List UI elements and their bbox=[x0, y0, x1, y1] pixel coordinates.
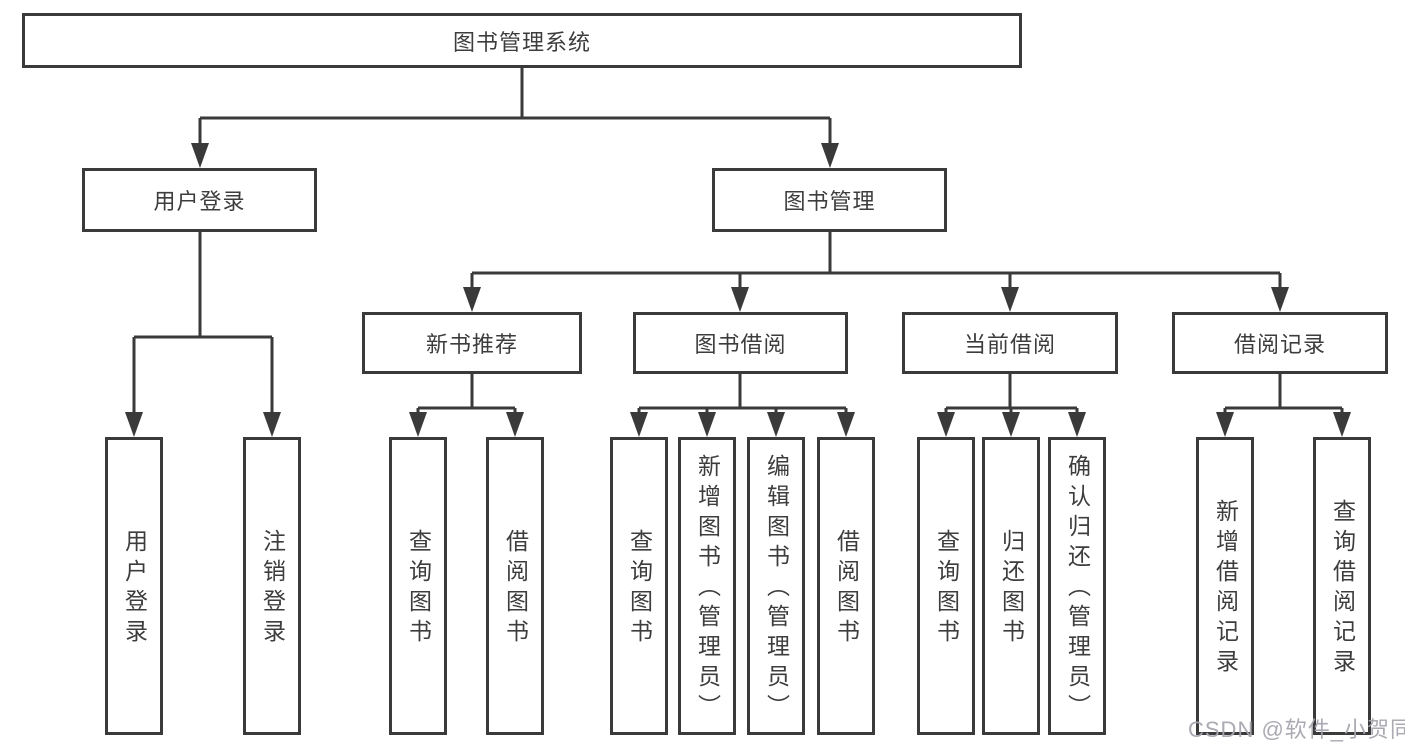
leaf-borrow-books-recommend: 借阅图书 bbox=[486, 437, 544, 735]
node-label: 查询图书 bbox=[405, 529, 432, 649]
node-label: 用户登录 bbox=[153, 189, 246, 214]
arrowheads bbox=[125, 143, 1351, 437]
csdn-watermark: CSDN @软件_小贺同学 bbox=[1188, 717, 1405, 742]
node-library-management-system: 图书管理系统 bbox=[22, 13, 1022, 68]
node-label: 查询借阅记录 bbox=[1329, 499, 1356, 679]
node-label: 图书借阅 bbox=[694, 332, 787, 357]
node-label: 借阅图书 bbox=[502, 529, 529, 649]
leaf-user-login: 用户登录 bbox=[105, 437, 163, 735]
node-label: 注销登录 bbox=[259, 529, 286, 649]
leaf-confirm-return-admin: 确认归还（管理员） bbox=[1048, 437, 1106, 735]
node-label: 借阅图书 bbox=[833, 529, 860, 649]
connector-paths bbox=[132, 66, 1344, 420]
node-book-borrowing: 图书借阅 bbox=[633, 312, 848, 374]
leaf-query-borrow-record: 查询借阅记录 bbox=[1313, 437, 1371, 735]
leaf-add-borrow-record: 新增借阅记录 bbox=[1196, 437, 1254, 735]
node-label: 当前借阅 bbox=[963, 332, 1056, 357]
node-label: 新增图书（管理员） bbox=[694, 454, 721, 724]
node-label: 新增借阅记录 bbox=[1212, 499, 1239, 679]
node-borrowing-records: 借阅记录 bbox=[1172, 312, 1388, 374]
node-label: 归还图书 bbox=[998, 529, 1025, 649]
leaf-return-books: 归还图书 bbox=[982, 437, 1040, 735]
node-new-book-recommend: 新书推荐 bbox=[362, 312, 582, 374]
leaf-add-books-admin: 新增图书（管理员） bbox=[678, 437, 736, 735]
node-user-login: 用户登录 bbox=[82, 168, 317, 232]
node-label: 确认归还（管理员） bbox=[1064, 454, 1091, 724]
node-label: 图书管理系统 bbox=[452, 29, 591, 55]
node-current-borrowing: 当前借阅 bbox=[902, 312, 1118, 374]
node-label: 查询图书 bbox=[933, 529, 960, 649]
leaf-borrow-books-borrowing: 借阅图书 bbox=[817, 437, 875, 735]
node-book-management: 图书管理 bbox=[712, 168, 947, 232]
leaf-edit-books-admin: 编辑图书（管理员） bbox=[747, 437, 805, 735]
node-label: 用户登录 bbox=[121, 529, 148, 649]
node-label: 借阅记录 bbox=[1233, 332, 1326, 357]
node-label: 图书管理 bbox=[783, 189, 876, 214]
leaf-logout: 注销登录 bbox=[243, 437, 301, 735]
leaf-query-books-borrowing: 查询图书 bbox=[610, 437, 668, 735]
leaf-query-books-recommend: 查询图书 bbox=[389, 437, 447, 735]
node-label: 新书推荐 bbox=[425, 332, 518, 357]
node-label: 编辑图书（管理员） bbox=[763, 454, 790, 724]
leaf-query-books-current: 查询图书 bbox=[917, 437, 975, 735]
node-label: 查询图书 bbox=[626, 529, 653, 649]
